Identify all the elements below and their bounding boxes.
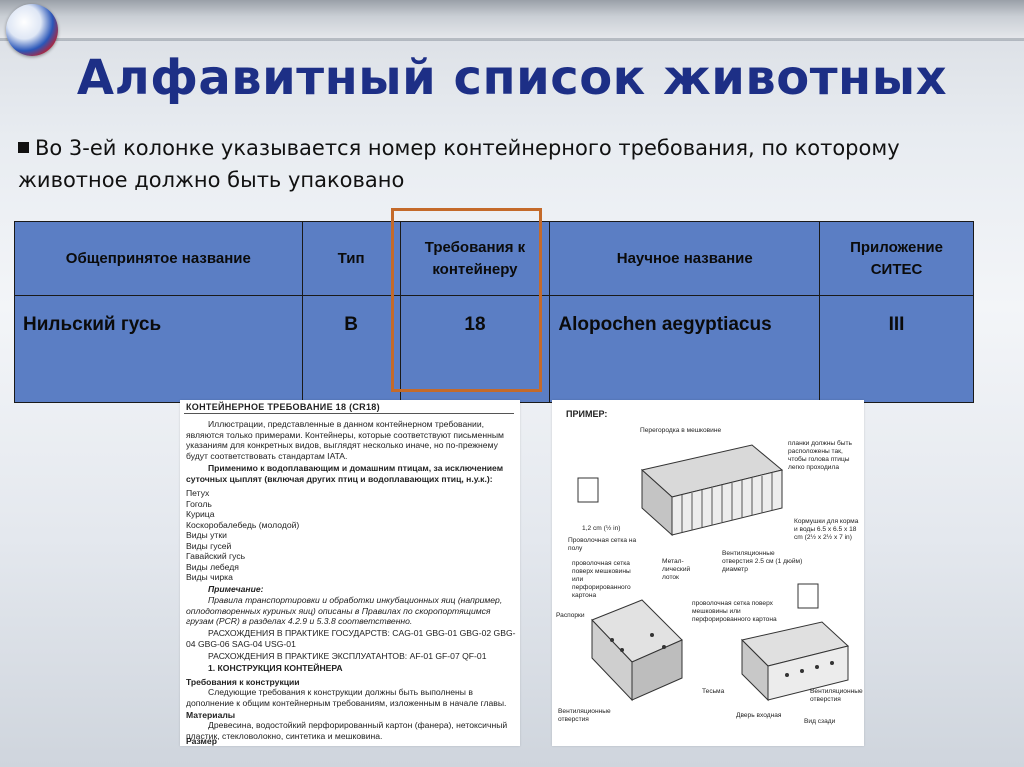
doc-header-rule: [184, 413, 514, 414]
doc-construction-text: Следующие требования к конструкции должн…: [186, 687, 507, 708]
doc-note-text: Правила транспортировки и обработки инку…: [186, 595, 503, 626]
container-requirement-document: КОНТЕЙНЕРНОЕ ТРЕБОВАНИЕ 18 (CR18) Иллюст…: [180, 400, 520, 746]
label-battens: планки должны быть расположены так, чтоб…: [788, 440, 852, 471]
doc-state-variations: РАСХОЖДЕНИЯ В ПРАКТИКЕ ГОСУДАРСТВ: CAG-0…: [186, 628, 516, 649]
header-cites: Приложение СИТЕС: [819, 221, 974, 296]
doc-section-title: 1. КОНСТРУКЦИЯ КОНТЕЙНЕРА: [208, 663, 343, 673]
cell-cites: III: [819, 295, 974, 403]
list-item: Виды лебедя: [186, 561, 239, 572]
label-wire-floor: Проволочная сетка на полу: [568, 537, 637, 552]
cell-type: B: [301, 295, 401, 403]
top-banner: [0, 0, 1024, 40]
header-type: Тип: [301, 221, 401, 296]
crate-drawing: [577, 444, 850, 702]
label-size: 1,2 cm (½ in): [582, 525, 621, 532]
list-item: Курица: [186, 509, 215, 519]
label-spacers: Распорки: [556, 612, 585, 619]
header-common-name: Общепринятое название: [14, 221, 303, 296]
list-item: Виды гусей: [186, 540, 232, 551]
table-header-row: Общепринятое название Тип Требования к к…: [14, 221, 974, 296]
doc-note-title: Примечание:: [208, 584, 264, 594]
doc-header: КОНТЕЙНЕРНОЕ ТРЕБОВАНИЕ 18 (CR18): [186, 402, 380, 412]
cell-scientific-name: Alopochen aegyptiacus: [549, 295, 821, 403]
cell-container: 18: [399, 295, 551, 403]
bullet-point: Во 3-ей колонке указывается номер контей…: [18, 132, 1008, 196]
doc-size-title: Размер: [186, 736, 217, 746]
label-metal-tray: Метал-лический лоток: [662, 558, 691, 581]
cell-common-name: Нильский гусь: [14, 295, 303, 403]
doc-bird-list: Петух Гоголь Курица Коскоробалебедь (мол…: [186, 488, 516, 583]
label-vents-diameter: Вентиляционные отверстия 2.5 см (1 дюйм)…: [722, 550, 803, 573]
container-example-illustration: ПРИМЕР: Перегородка в мешковине планки д…: [552, 400, 864, 746]
list-item: Коскоробалебедь (молодой): [186, 519, 300, 530]
list-item: Гоголь: [186, 498, 212, 509]
label-door: Дверь входная: [736, 712, 782, 719]
label-wire-mesh: проволочная сетка поверх мешковины или п…: [572, 560, 631, 599]
doc-construction-title: Требования к конструкции: [186, 677, 300, 687]
doc-materials-title: Материалы: [186, 710, 236, 720]
banner-divider: [0, 38, 1024, 41]
label-partition: Перегородка в мешковине: [640, 427, 722, 434]
doc-intro: Иллюстрации, представленные в данном кон…: [186, 419, 504, 461]
doc-applies: Применимо к водоплавающим и домашним пти…: [186, 463, 504, 484]
label-vents-2: Вентиляционные отверстия: [810, 688, 863, 703]
label-strap: Тесьма: [702, 688, 725, 695]
list-item: Виды чирка: [186, 572, 233, 582]
header-container: Требования к контейнеру: [399, 221, 551, 296]
label-vents: Вентиляционные отверстия: [558, 708, 611, 723]
organization-logo: [6, 4, 58, 56]
doc-materials-text: Древесина, водостойкий перфорированный к…: [186, 720, 508, 741]
list-item: Виды утки: [186, 530, 227, 540]
bullet-square-icon: [18, 142, 29, 153]
bullet-text: Во 3-ей колонке указывается номер контей…: [18, 136, 900, 192]
label-feeders: Кормушки для корма и воды 6.5 x 6.5 x 18…: [794, 518, 859, 541]
example-heading: ПРИМЕР:: [566, 409, 608, 419]
list-item: Петух: [186, 488, 210, 498]
doc-operator-variations: РАСХОЖДЕНИЯ В ПРАКТИКЕ ЭКСПЛУАТАНТОВ: AF…: [208, 651, 487, 661]
label-wire-mesh-2: проволочная сетка поверх мешковины или п…: [692, 600, 777, 623]
table-row: Нильский гусь B 18 Alopochen aegyptiacus…: [14, 295, 974, 403]
slide-title: Алфавитный список животных: [76, 50, 948, 106]
container-column-highlight: [391, 208, 542, 392]
header-scientific-name: Научное название: [549, 221, 821, 296]
animal-table: Общепринятое название Тип Требования к к…: [14, 221, 974, 403]
list-item: Гавайский гусь: [186, 551, 246, 561]
label-rear-view: Вид сзади: [804, 718, 836, 725]
